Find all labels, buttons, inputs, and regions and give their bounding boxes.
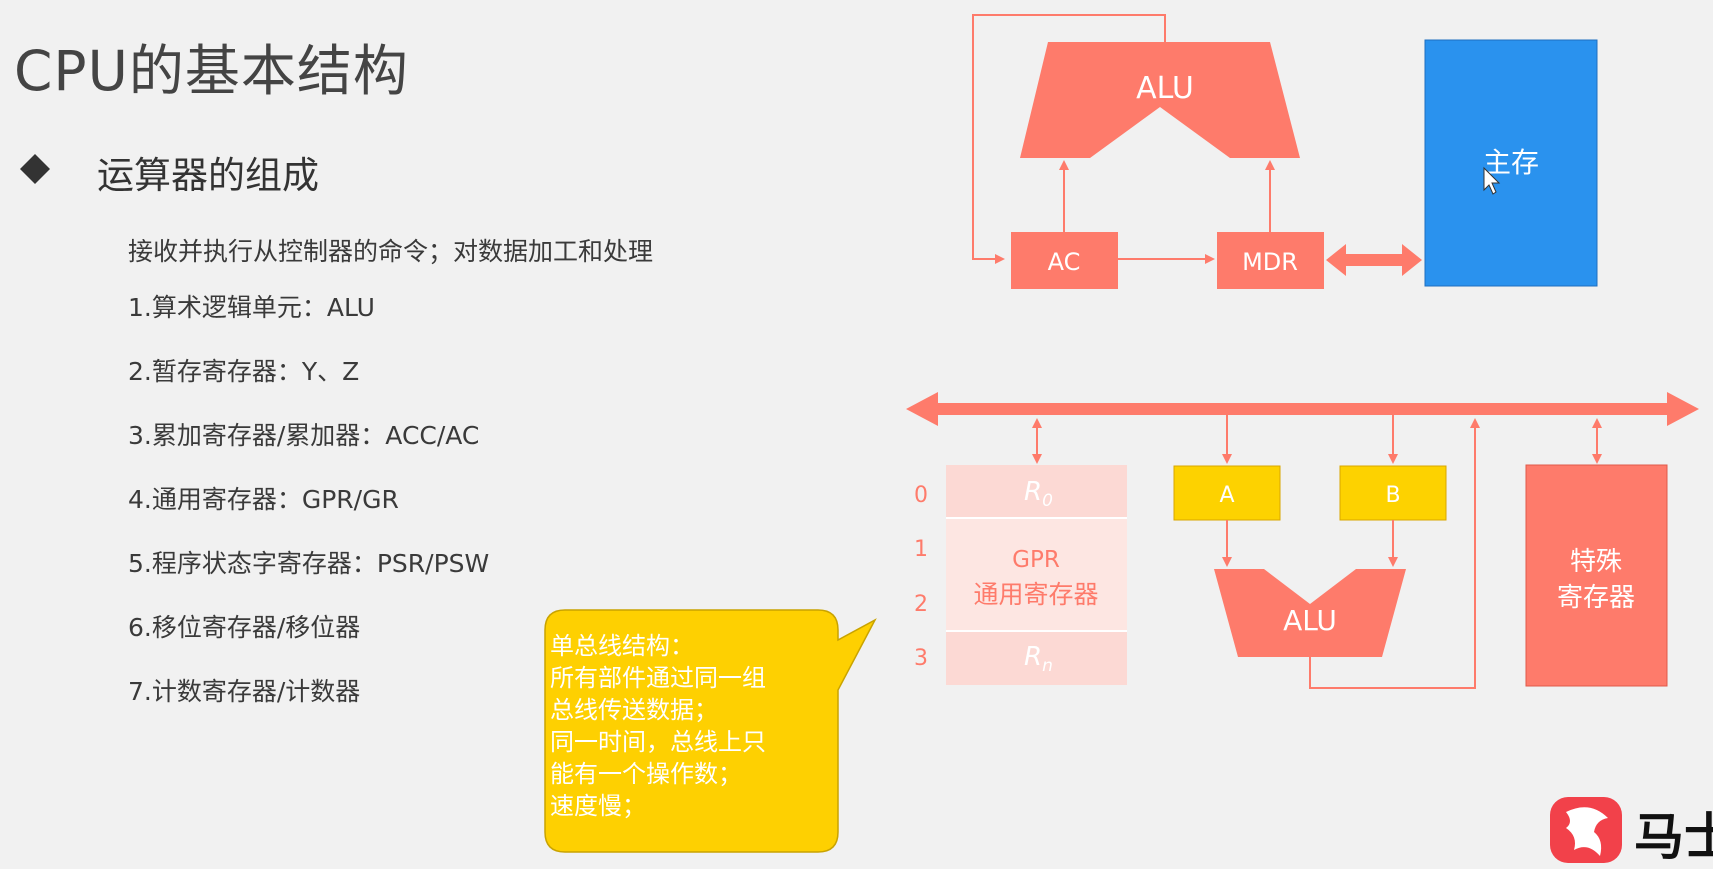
callout-line: 所有部件通过同一组	[550, 664, 766, 692]
slide-title: CPU的基本结构	[14, 39, 409, 103]
gpr-name-label: GPR	[1012, 547, 1060, 573]
list-item: 1.算术逻辑单元：ALU	[128, 293, 375, 322]
gpr-rn-label: Rn	[1024, 642, 1053, 676]
row-index: 0	[914, 483, 928, 508]
register-a-label: A	[1219, 483, 1234, 508]
ac-register	[1011, 232, 1118, 289]
gpr-r0-label: R0	[1024, 477, 1053, 511]
alu-output-line	[1309, 418, 1480, 689]
callout-line: 能有一个操作数；	[550, 760, 742, 788]
top-alu-shape	[1020, 42, 1300, 158]
list-item: 2.暂存寄存器：Y、Z	[128, 357, 360, 386]
register-b-label: B	[1385, 483, 1400, 508]
list-item: 7.计数寄存器/计数器	[128, 677, 361, 706]
callout-line: 同一时间，总线上只	[550, 728, 766, 756]
top-alu-label: ALU	[1136, 71, 1194, 106]
mouse-cursor-icon	[1483, 166, 1501, 195]
main-memory-label: 主存	[1483, 146, 1539, 179]
callout-line: 总线传送数据；	[550, 696, 718, 724]
callout-text: 单总线结构： 所有部件通过同一组 总线传送数据； 同一时间，总线上只 能有一个操…	[550, 630, 850, 822]
row-index: 3	[914, 646, 928, 671]
list-item: 3.累加寄存器/累加器：ACC/AC	[128, 421, 480, 450]
special-register	[1525, 464, 1668, 687]
gpr-body	[946, 518, 1127, 631]
logo	[1550, 797, 1622, 863]
mdr-label: MDR	[1242, 248, 1298, 276]
callout-line: 速度慢；	[550, 792, 646, 820]
logo-text: 马士	[1634, 808, 1713, 866]
mdr-register	[1217, 232, 1324, 289]
section-title: 运算器的组成	[97, 154, 319, 197]
list-item: 4.通用寄存器：GPR/GR	[128, 485, 399, 514]
logo-wrap: 马士	[1548, 795, 1713, 866]
special-register-line1: 特殊	[1570, 547, 1622, 577]
system-bus	[906, 392, 1699, 426]
bus-alu-label: ALU	[1283, 604, 1337, 637]
list-item: 6.移位寄存器/移位器	[128, 613, 361, 642]
special-register-line2: 寄存器	[1557, 583, 1635, 613]
callout-bubble	[544, 609, 877, 853]
row-index: 2	[914, 592, 928, 617]
ac-label: AC	[1048, 248, 1081, 276]
gpr-desc-label: 通用寄存器	[973, 580, 1098, 609]
register-b	[1339, 465, 1447, 521]
gpr-r0-cell	[946, 465, 1127, 518]
callout-line: 单总线结构：	[550, 632, 694, 660]
list-item: 5.程序状态字寄存器：PSR/PSW	[128, 549, 490, 578]
alu-feedback-line	[972, 14, 1166, 264]
main-memory	[1424, 39, 1598, 287]
component-list: 1.算术逻辑单元：ALU 2.暂存寄存器：Y、Z 3.累加寄存器/累加器：ACC…	[128, 292, 489, 740]
mdr-memory-bus-arrow	[1326, 244, 1422, 276]
gpr-rn-cell	[946, 631, 1127, 685]
register-a	[1173, 465, 1281, 521]
row-index: 1	[914, 537, 928, 562]
diamond-bullet-icon	[20, 154, 50, 184]
intro-text: 接收并执行从控制器的命令；对数据加工和处理	[128, 237, 654, 266]
bus-alu-shape	[1214, 569, 1406, 657]
